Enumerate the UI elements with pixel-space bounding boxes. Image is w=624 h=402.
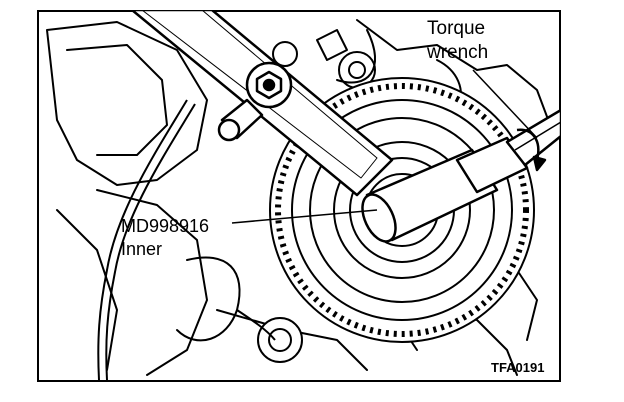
leader-lines (231, 69, 538, 224)
diagram-frame: Torque wrench MD998916 Inner TFA0191 (37, 10, 561, 382)
label-wrench: wrench (426, 42, 488, 63)
label-tool-inner: Inner (121, 239, 162, 259)
label-torque: Torque (427, 18, 485, 39)
torque-wrench (361, 108, 561, 243)
wire-harness (97, 99, 196, 381)
label-tool-code: MD998916 (121, 216, 209, 236)
diagram-svg: Torque wrench MD998916 Inner TFA0191 (37, 10, 561, 382)
holder-arm (130, 10, 394, 197)
figure-code: TFA0191 (491, 360, 544, 375)
bolt-boss (236, 309, 303, 363)
